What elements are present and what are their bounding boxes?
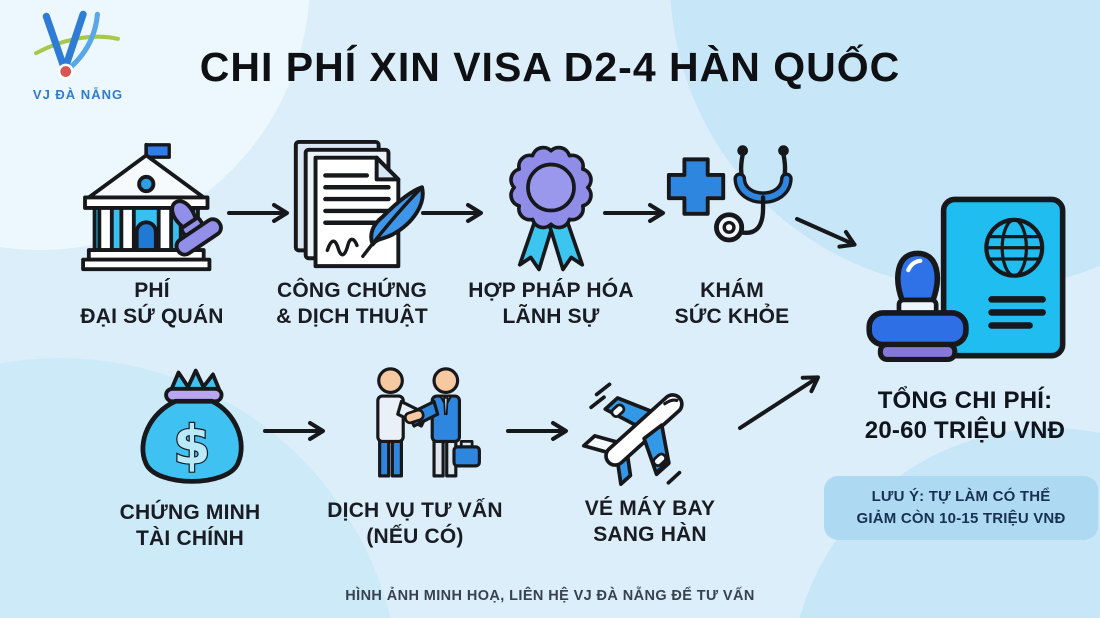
money-bag-icon: $ [140, 368, 244, 484]
arrow-right-icon [603, 203, 665, 223]
flow-step-consulting-service: DỊCH VỤ TƯ VẤN(NẾU CÓ) [315, 358, 515, 550]
step-label: DỊCH VỤ TƯ VẤN(NẾU CÓ) [327, 499, 503, 549]
note-line: GIẢM CÒN 10-15 TRIỆU VNĐ [856, 509, 1066, 527]
dollar-symbol: $ [173, 413, 210, 476]
medical-cross-stethoscope-icon [666, 145, 793, 243]
brand-logo: VJ ĐÀ NẴNG [20, 10, 136, 102]
step-label: CÔNG CHỨNG& DỊCH THUẬT [276, 279, 428, 329]
brand-name: VJ ĐÀ NẴNG [32, 87, 124, 102]
vj-monogram-icon [34, 10, 120, 80]
note-box: LƯU Ý: TỰ LÀM CÓ THỂ GIẢM CÒN 10-15 TRIỆ… [824, 476, 1098, 540]
arrow-right-icon [227, 203, 289, 223]
note-line: LƯU Ý: TỰ LÀM CÓ THỂ [871, 488, 1051, 505]
flow-step-notary-translation: CÔNG CHỨNG& DỊCH THUẬT [252, 138, 452, 330]
handshake-icon [376, 367, 481, 478]
arrow-down-right-icon [795, 217, 857, 249]
passport-stamp-icon [866, 196, 1066, 362]
arrow-right-icon [263, 421, 325, 441]
page-title: CHI PHÍ XIN VISA D2-4 HÀN QUỐC [199, 44, 901, 90]
arrow-right-icon [506, 421, 568, 441]
arrow-right-icon [421, 203, 483, 223]
medal-ribbon-icon [509, 145, 593, 272]
arrow-up-right-icon [738, 375, 820, 430]
total-cost-block: TỔNG CHI PHÍ:20-60 TRIỆU VNĐ [852, 192, 1078, 446]
airplane-icon [581, 382, 684, 487]
documents-quill-icon [293, 139, 425, 269]
footer-text: HÌNH ẢNH MINH HOẠ, LIÊN HỆ VJ ĐÀ NẴNG ĐỂ… [345, 588, 755, 604]
total-cost-label: TỔNG CHI PHÍ:20-60 TRIỆU VNĐ [864, 387, 1066, 444]
embassy-building-stamp-icon [81, 142, 223, 272]
